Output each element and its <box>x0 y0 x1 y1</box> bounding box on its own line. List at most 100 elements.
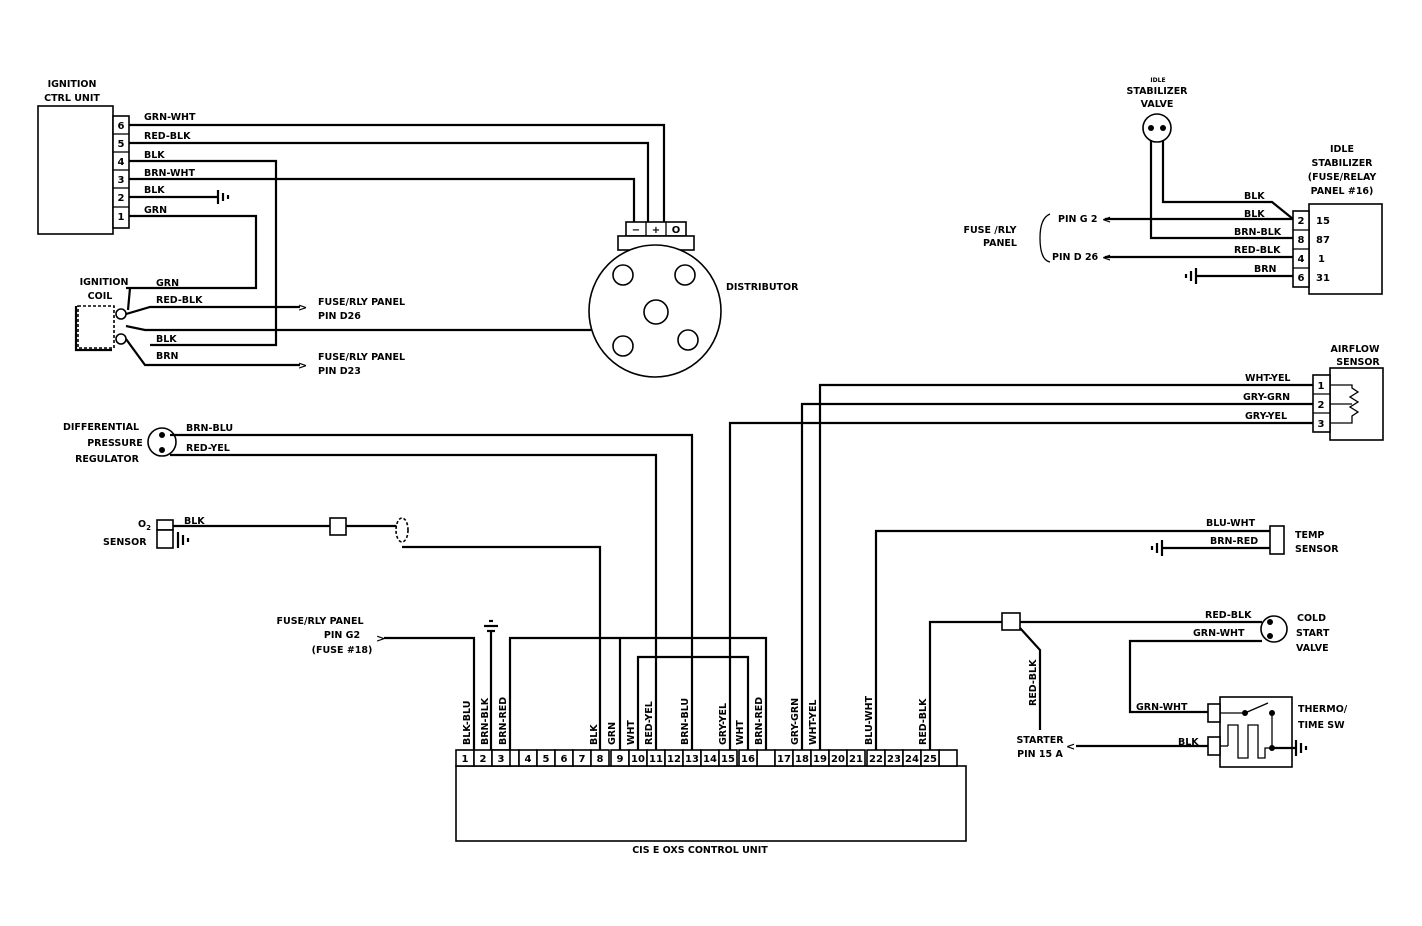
ecu-pin-15: 15 <box>721 754 735 765</box>
ecu-wire-label: RED-YEL <box>644 701 655 745</box>
ignition-unit-connector <box>112 115 130 229</box>
ground-icon <box>216 190 230 204</box>
idle-relay-line4: PANEL #16) <box>1311 186 1374 197</box>
cold-inline-connector <box>1001 612 1021 631</box>
distributor-label: DISTRIBUTOR <box>726 282 799 293</box>
temp-wire-brn-red: BRN-RED <box>1210 536 1258 547</box>
idle-pin-d26-label: PIN D 26 <box>1052 252 1099 263</box>
ecu-pin-box <box>491 749 511 767</box>
regulator-connector <box>147 427 177 457</box>
airflow-sensor: AIRFLOW SENSOR 1 2 3 WHT-YEL GRY-GRN GRY… <box>728 344 1384 750</box>
coil-body <box>77 305 115 349</box>
wire-coil-high-tension <box>125 310 653 332</box>
ecu-wire-label: BRN-RED <box>498 697 509 745</box>
idle-wire-blk-2: BLK <box>1244 209 1265 220</box>
ecu-wire-label: WHT <box>626 720 637 745</box>
ground-icon <box>1294 740 1308 756</box>
fuse-arrow-2: > <box>298 359 307 372</box>
wire-label-grn: GRN <box>144 205 167 216</box>
o2-sensor-body <box>156 519 174 531</box>
ground-icon <box>484 619 498 633</box>
ecu-pin-4: 4 <box>525 754 532 765</box>
wire-o2-to-ecu <box>402 545 602 750</box>
idle-arrow-2: < <box>1102 251 1111 264</box>
regulator-line3: REGULATOR <box>75 454 140 465</box>
idle-fuse-line2: PANEL <box>983 238 1017 249</box>
ecu-wire-label: BLK <box>589 724 600 745</box>
ecu-pin-1: 1 <box>462 754 469 765</box>
temp-label-2: SENSOR <box>1295 544 1339 555</box>
airflow-sensor-box <box>1329 367 1384 441</box>
wire-blu-wht <box>874 529 1270 750</box>
temp-label-1: TEMP <box>1295 530 1324 541</box>
regulator-wire-brn-blu: BRN-BLU <box>186 423 233 434</box>
idle-pin-4: 4 <box>1298 254 1305 265</box>
idle-wire-brn: BRN <box>1254 264 1277 275</box>
idle-relay-line2: STABILIZER <box>1312 158 1374 169</box>
ecu-pin-box <box>590 749 610 767</box>
airflow-title-2: SENSOR <box>1336 357 1380 368</box>
regulator-wire-red-yel: RED-YEL <box>186 443 230 454</box>
idle-arrow-1: < <box>1102 213 1111 226</box>
ecu-pin-box <box>846 749 866 767</box>
coil-terminal-top <box>115 308 127 320</box>
ecu-pin-6: 6 <box>561 754 568 765</box>
starter-line1: STARTER <box>1016 735 1064 746</box>
ecu-wire-label: WHT-YEL <box>808 700 819 745</box>
idle-fuse-line1: FUSE /RLY <box>963 225 1016 236</box>
cold-start-line3: VALVE <box>1296 643 1329 654</box>
ecu-pin-22: 22 <box>869 754 883 765</box>
coil-title-2: COIL <box>88 291 113 302</box>
cold-wire-red-blk: RED-BLK <box>1205 610 1252 621</box>
wire-label-grn-wht: GRN-WHT <box>144 112 196 123</box>
ecu-pin-2: 2 <box>480 754 487 765</box>
cold-start-connector <box>1260 615 1288 643</box>
cold-start-line2: START <box>1296 628 1330 639</box>
ignition-pin-5: 5 <box>118 139 125 150</box>
coil-wire-brn: BRN <box>156 351 179 362</box>
starter-line2: PIN 15 A <box>1017 749 1063 760</box>
ecu-pin-gap <box>756 749 776 767</box>
ignition-pin-3: 3 <box>118 175 125 186</box>
o2-sensor: O2 SENSOR BLK <box>103 516 602 750</box>
distributor-rotor <box>643 299 669 325</box>
thermo-line1: THERMO/ <box>1298 704 1348 715</box>
distributor-terminal-o: O <box>672 225 681 236</box>
idle-stabilizer-valve <box>1142 113 1172 143</box>
pressure-regulator: DIFFERENTIAL PRESSURE REGULATOR BRN-BLU … <box>63 422 694 750</box>
temp-wire-blu-wht: BLU-WHT <box>1206 518 1256 529</box>
ecu-pin-box <box>920 749 940 767</box>
ecu-pin-5: 5 <box>543 754 550 765</box>
coil-fuse2-line2: PIN D23 <box>318 366 361 377</box>
wire-blk-coil <box>129 159 278 347</box>
ground-icon <box>1184 268 1198 284</box>
thermo-line2: TIME SW <box>1298 720 1345 731</box>
idle-relay-line1: IDLE <box>1330 144 1354 155</box>
wire-label-blk-ground: BLK <box>144 185 165 196</box>
wire-wht-yel <box>818 383 1313 750</box>
cold-start-line1: COLD <box>1297 613 1326 624</box>
ecu-wire-label: GRY-GRN <box>790 698 801 745</box>
idle-pin-31: 31 <box>1316 273 1330 284</box>
coil-terminal-bottom <box>115 333 127 345</box>
ignition-unit-title-2: CTRL UNIT <box>44 93 100 104</box>
wire-brn-wht <box>129 177 636 222</box>
o2-label-o: O2 <box>138 519 151 532</box>
ecu-wire-label: BLU-WHT <box>864 695 875 745</box>
thermo-wire-grn-wht: GRN-WHT <box>1136 702 1188 713</box>
ecu-pin-12: 12 <box>667 754 681 765</box>
airflow-wire-gry-grn: GRY-GRN <box>1243 392 1290 403</box>
airflow-pin-3: 3 <box>1318 419 1325 430</box>
distributor-terminal-plus: + <box>652 225 660 236</box>
ecu-pin-16: 16 <box>741 754 755 765</box>
ecu-wire-label: BRN-BLU <box>680 698 691 745</box>
thermo-switch-box <box>1219 696 1293 768</box>
ecu-pin-13: 13 <box>685 754 699 765</box>
fuse-g2-arrow: > <box>376 632 385 645</box>
ecu-pin-18: 18 <box>795 754 809 765</box>
wire-label-blk: BLK <box>144 150 165 161</box>
coil-fuse1-line1: FUSE/RLY PANEL <box>318 297 405 308</box>
control-unit-label: CIS E OXS CONTROL UNIT <box>632 845 768 856</box>
